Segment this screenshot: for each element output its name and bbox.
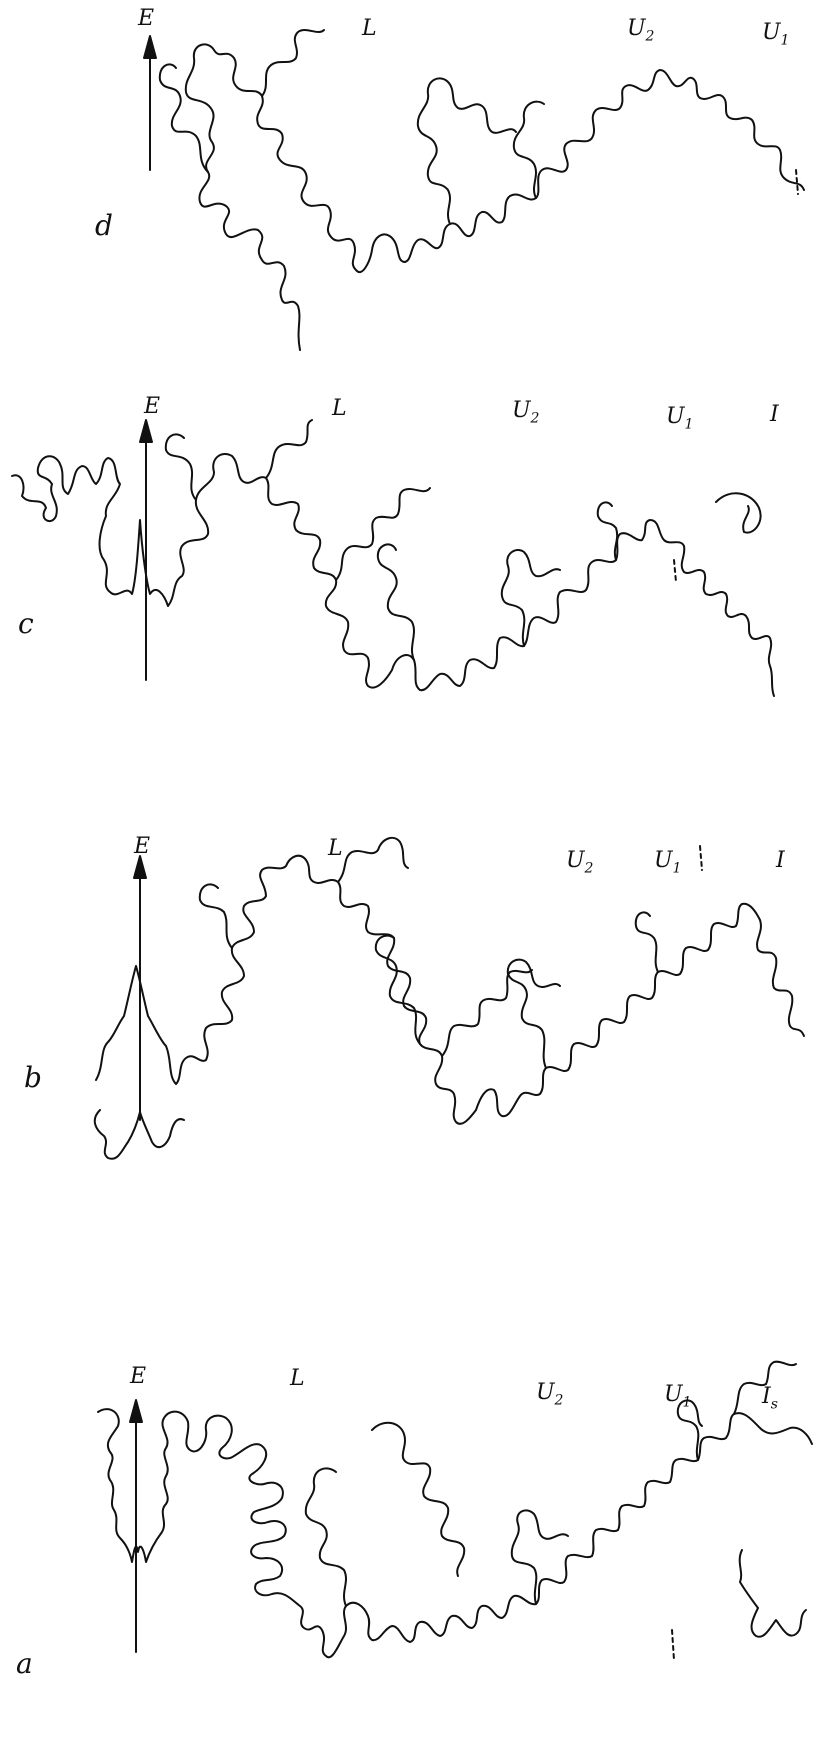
suture-a-saddle-l [306, 1423, 464, 1606]
venter-arrow-head [130, 1400, 142, 1422]
suture-line-a [0, 1330, 820, 1762]
suture-c-saddle-l [166, 420, 430, 660]
suture-b-dashed [700, 846, 702, 870]
suture-a-dashed [672, 1630, 674, 1660]
suture-c-dashed [674, 560, 676, 582]
suture-a-saddle-u [512, 1362, 806, 1637]
suture-d [186, 44, 804, 350]
suture-c [12, 454, 774, 696]
venter-arrow-head [144, 36, 156, 58]
suture-b-saddle-l [200, 838, 532, 1056]
suture-line-b [0, 820, 820, 1270]
suture-a [98, 1409, 812, 1657]
panel-c: E L U2 U1 I c [0, 380, 820, 780]
suture-line-d [0, 0, 820, 360]
venter-arrow-head [134, 856, 146, 878]
suture-d-dashed [796, 170, 798, 194]
suture-line-c [0, 380, 820, 780]
panel-a: E L U2 U1 Is a [0, 1330, 820, 1762]
venter-arrow-head [140, 420, 152, 442]
panel-b: E L U2 U1 I b [0, 820, 820, 1270]
suture-d-saddle-l [160, 30, 324, 172]
suture-d-saddle-u [418, 78, 544, 224]
panel-d: E L U2 U1 d [0, 0, 820, 360]
suture-c-saddle-u [502, 502, 617, 646]
